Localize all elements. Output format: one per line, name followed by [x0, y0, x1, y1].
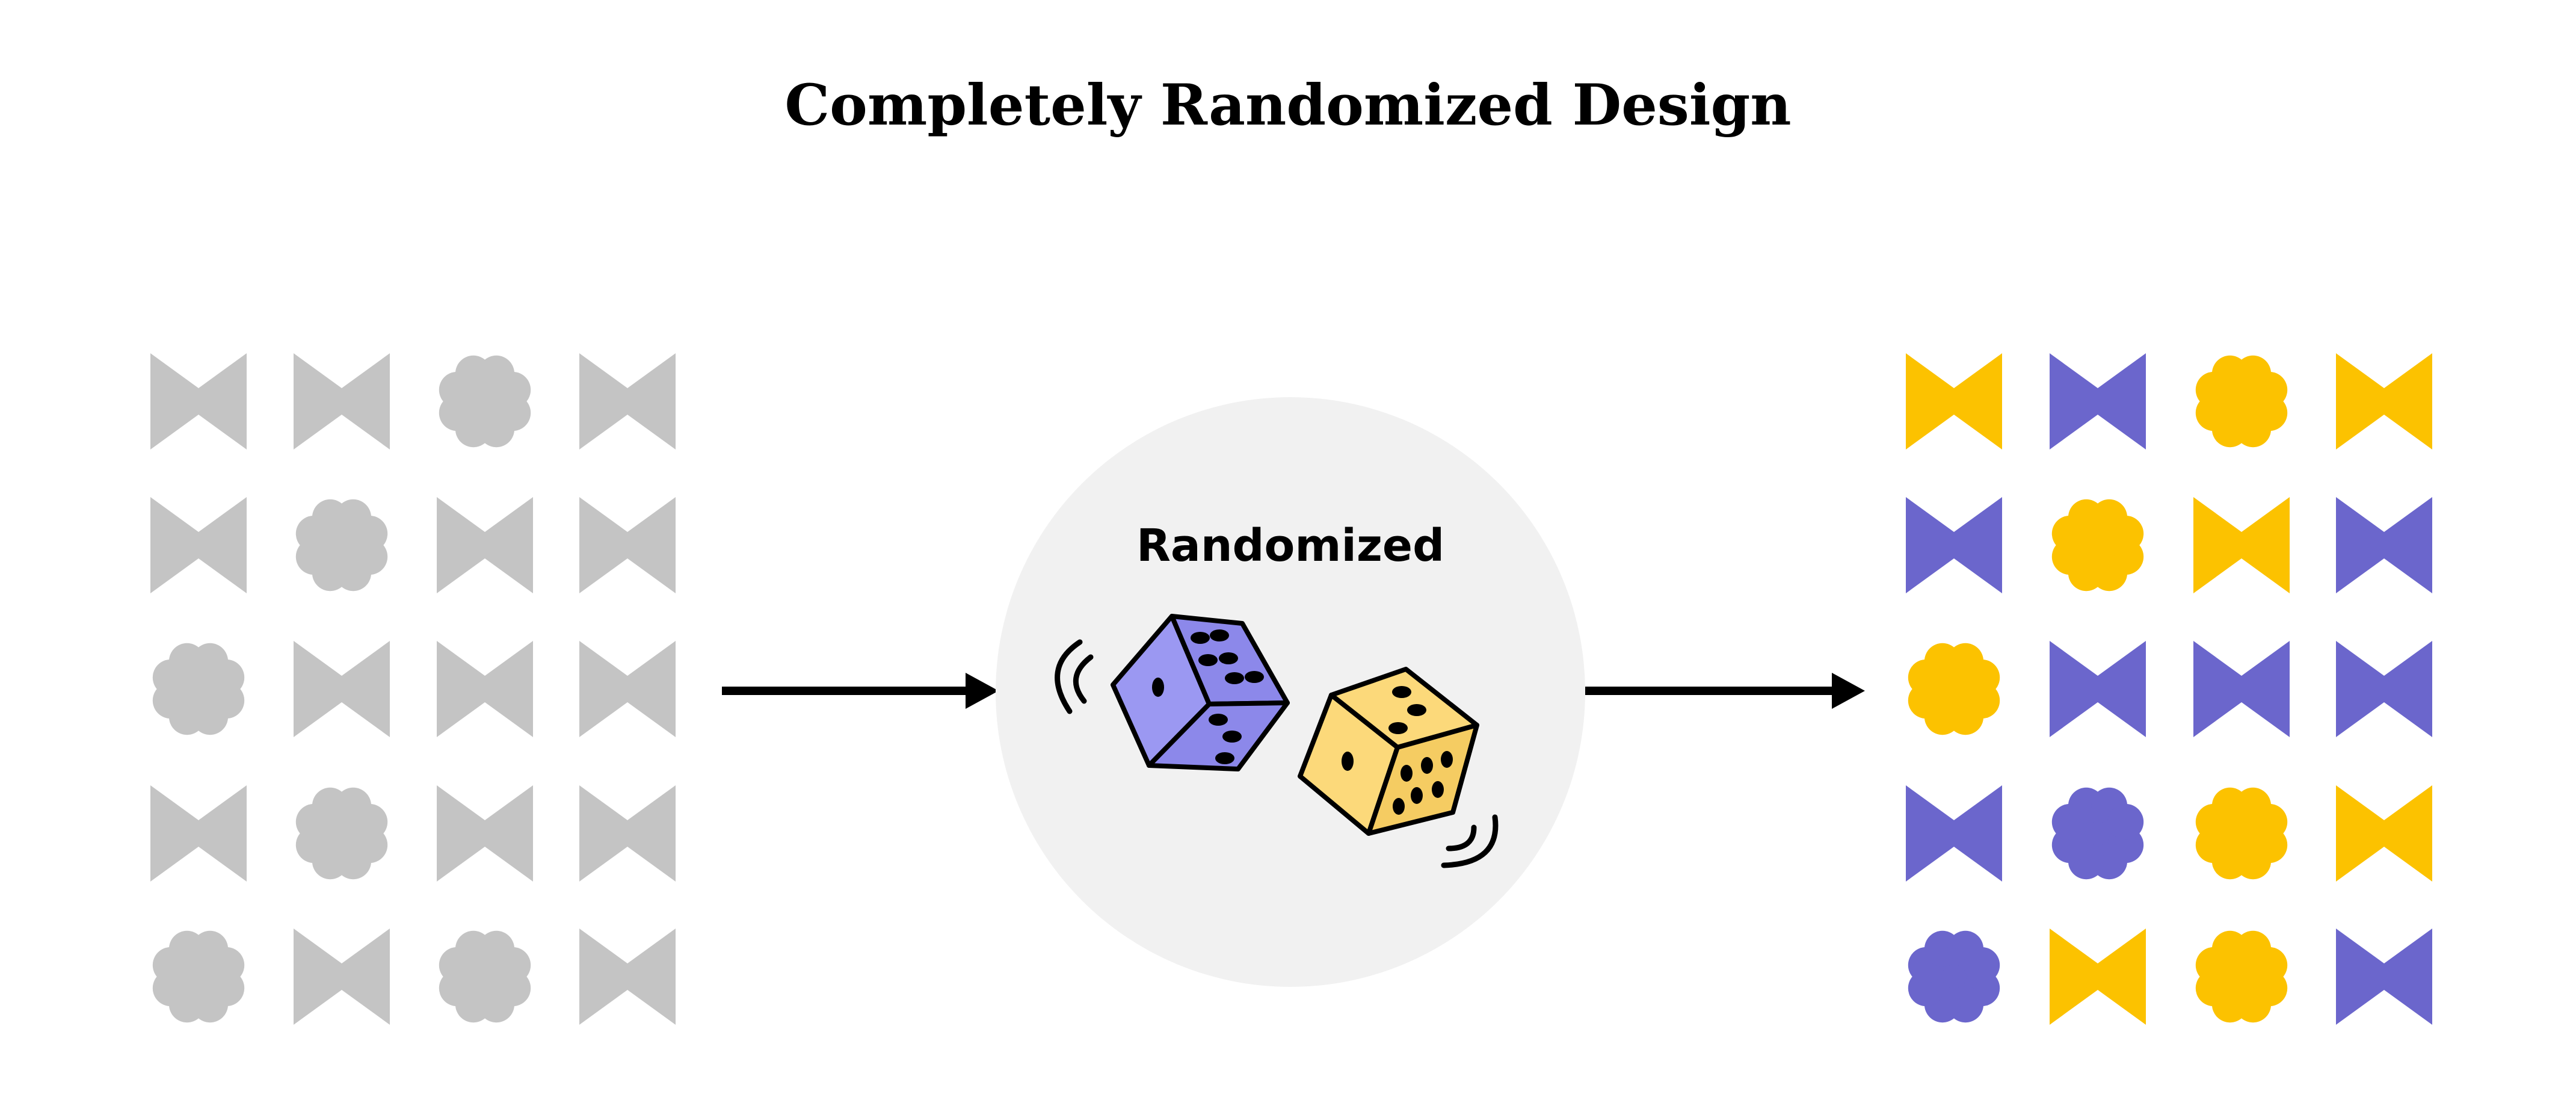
- arrow-icon: [722, 673, 999, 709]
- bowtie-icon: [1906, 353, 2002, 450]
- flower-icon: [2195, 787, 2288, 880]
- bowtie-icon: [2050, 641, 2146, 737]
- bowtie-icon: [579, 353, 676, 450]
- before-grid: [150, 353, 676, 1025]
- flower-icon: [439, 355, 531, 448]
- bowtie-icon: [294, 641, 390, 737]
- bowtie-icon: [2336, 785, 2432, 882]
- bowtie-icon: [150, 353, 247, 450]
- flower-icon: [439, 930, 531, 1023]
- flower-icon: [2051, 787, 2144, 880]
- randomized-label: Randomized: [1136, 520, 1444, 572]
- die-icon: [1111, 614, 1290, 771]
- bowtie-icon: [2336, 353, 2432, 450]
- shake-lines-icon: [1055, 639, 1094, 714]
- bowtie-icon: [579, 641, 676, 737]
- bowtie-icon: [579, 497, 676, 593]
- bowtie-icon: [437, 785, 533, 882]
- flower-icon: [152, 643, 245, 735]
- arrow-icon: [1585, 673, 1865, 709]
- bowtie-icon: [2050, 353, 2146, 450]
- flower-icon: [1908, 930, 2000, 1023]
- bowtie-icon: [1906, 785, 2002, 882]
- bowtie-icon: [2336, 641, 2432, 737]
- flower-icon: [2195, 355, 2288, 448]
- flower-icon: [2051, 499, 2144, 592]
- randomizer-circle: [996, 397, 1585, 987]
- bowtie-icon: [2336, 497, 2432, 593]
- bowtie-icon: [1906, 497, 2002, 593]
- flower-icon: [1908, 643, 2000, 735]
- die-icon: [1298, 667, 1479, 836]
- bowtie-icon: [2050, 929, 2146, 1025]
- flower-icon: [152, 930, 245, 1023]
- flower-icon: [295, 499, 388, 592]
- flower-icon: [295, 787, 388, 880]
- flower-icon: [2195, 930, 2288, 1023]
- shake-lines-icon: [1441, 814, 1499, 868]
- bowtie-icon: [437, 497, 533, 593]
- bowtie-icon: [2193, 497, 2290, 593]
- bowtie-icon: [437, 641, 533, 737]
- bowtie-icon: [579, 929, 676, 1025]
- bowtie-icon: [150, 785, 247, 882]
- bowtie-icon: [2336, 929, 2432, 1025]
- bowtie-icon: [294, 353, 390, 450]
- bowtie-icon: [150, 497, 247, 593]
- bowtie-icon: [2193, 641, 2290, 737]
- page-title: Completely Randomized Design: [784, 72, 1792, 138]
- after-grid: [1906, 353, 2432, 1025]
- bowtie-icon: [579, 785, 676, 882]
- bowtie-icon: [294, 929, 390, 1025]
